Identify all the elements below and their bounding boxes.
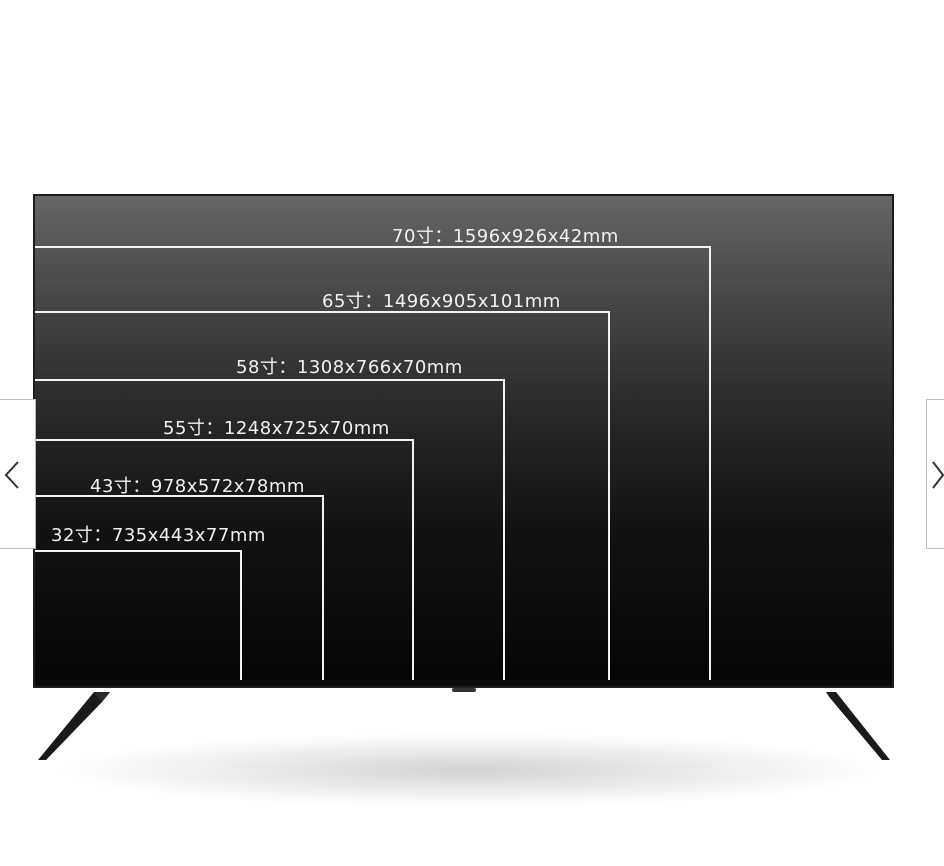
size-box-43 xyxy=(35,495,324,684)
size-box-58 xyxy=(35,379,505,684)
size-label-32: 32寸：735x443x77mm xyxy=(51,525,266,546)
size-box-70 xyxy=(35,246,711,684)
tv-logo xyxy=(452,688,476,692)
size-label-43: 43寸：978x572x78mm xyxy=(90,476,305,497)
tv-stand-leg-left xyxy=(38,692,110,760)
size-label-65: 65寸：1496x905x101mm xyxy=(322,291,561,312)
carousel-next-button[interactable] xyxy=(926,399,944,549)
tv-screen: 70寸：1596x926x42mm 65寸：1496x905x101mm 58寸… xyxy=(33,194,894,688)
floor-shadow xyxy=(60,735,880,805)
size-label-58: 58寸：1308x766x70mm xyxy=(236,357,463,378)
size-label-55: 55寸：1248x725x70mm xyxy=(163,418,390,439)
tv-stand-leg-right xyxy=(826,692,890,760)
size-box-32 xyxy=(35,550,242,684)
size-box-55 xyxy=(35,439,414,684)
size-label-70: 70寸：1596x926x42mm xyxy=(392,226,619,247)
carousel-prev-button[interactable] xyxy=(0,399,36,549)
chevron-right-icon xyxy=(932,461,944,489)
chevron-left-icon xyxy=(4,461,19,489)
size-box-65 xyxy=(35,311,610,684)
